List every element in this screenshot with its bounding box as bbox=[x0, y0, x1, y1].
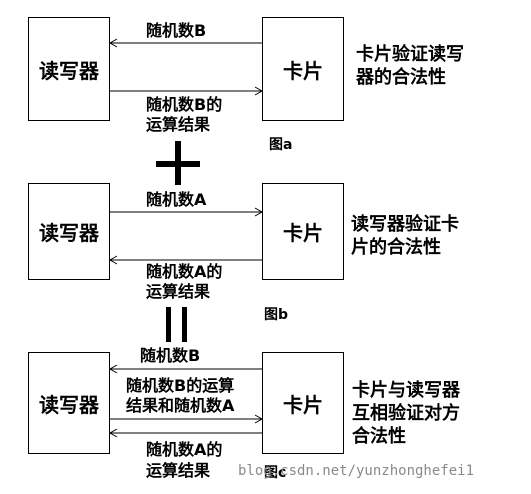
desc-c-line2: 互相验证对方 bbox=[352, 403, 460, 424]
reader-box-b: 读写器 bbox=[28, 183, 110, 280]
card-label-a: 卡片 bbox=[283, 58, 323, 83]
reader-label-b: 读写器 bbox=[39, 221, 99, 245]
msg-b-bottom-line1: 随机数A的 bbox=[146, 262, 223, 281]
card-label-b: 卡片 bbox=[283, 221, 323, 245]
msg-a-bottom-line1: 随机数B的 bbox=[146, 95, 223, 114]
watermark: blog.csdn.net/yunzhonghefei1 bbox=[238, 463, 475, 479]
reader-box-c: 读写器 bbox=[28, 352, 110, 454]
msg-b-bottom-line2: 运算结果 bbox=[146, 282, 211, 301]
msg-c-mid-line1: 随机数B的运算 bbox=[126, 376, 235, 395]
desc-c-line3: 合法性 bbox=[352, 426, 406, 447]
card-label-c: 卡片 bbox=[283, 392, 323, 417]
msg-c-bottom-line1: 随机数A的 bbox=[146, 440, 223, 459]
fig-b-caption: 图b bbox=[264, 307, 289, 323]
reader-box-a: 读写器 bbox=[28, 17, 110, 121]
reader-label-c: 读写器 bbox=[39, 392, 99, 417]
msg-c-mid-line2: 结果和随机数A bbox=[126, 396, 235, 415]
card-box-c: 卡片 bbox=[262, 352, 344, 454]
msg-b-top: 随机数A bbox=[146, 190, 207, 209]
reader-label-a: 读写器 bbox=[39, 58, 99, 83]
desc-c-line1: 卡片与读写器 bbox=[352, 380, 460, 401]
msg-a-bottom-line2: 运算结果 bbox=[146, 115, 211, 134]
card-box-a: 卡片 bbox=[262, 17, 344, 121]
desc-b-line1: 读写器验证卡 bbox=[351, 214, 459, 235]
card-box-b: 卡片 bbox=[262, 183, 344, 280]
msg-c-top: 随机数B bbox=[140, 346, 201, 365]
equals-sign-right-bar bbox=[182, 307, 187, 342]
fig-a-caption: 图a bbox=[269, 137, 293, 153]
equals-sign-left-bar bbox=[166, 307, 171, 342]
desc-b-line2: 片的合法性 bbox=[351, 237, 441, 258]
msg-a-top: 随机数B bbox=[146, 21, 207, 40]
plus-sign-vertical bbox=[175, 141, 181, 185]
desc-a-line1: 卡片验证读写 bbox=[356, 44, 464, 65]
fig-c-caption: 图c bbox=[264, 465, 287, 481]
msg-c-bottom-line2: 运算结果 bbox=[146, 461, 211, 480]
desc-a-line2: 器的合法性 bbox=[356, 67, 446, 88]
